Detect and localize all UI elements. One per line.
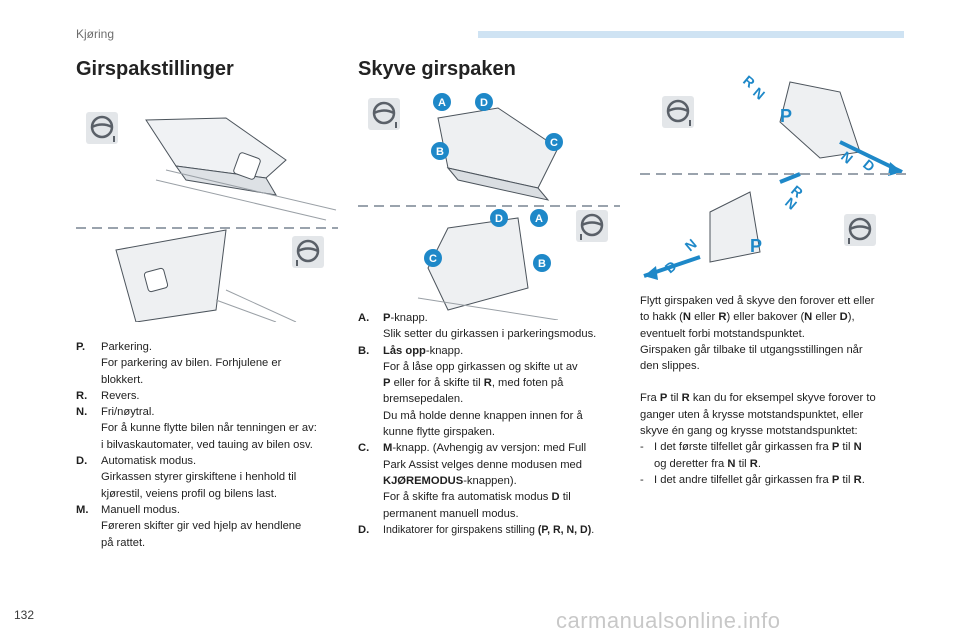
gear-selector-illustration-left <box>76 112 338 322</box>
title-girspakstillinger: Girspakstillinger <box>76 58 234 80</box>
list-item: D. Indikatorer for girspakens stilling (… <box>358 523 595 536</box>
svg-text:C: C <box>550 137 558 149</box>
svg-text:C: C <box>429 253 437 265</box>
svg-text:A: A <box>535 213 543 225</box>
svg-text:A: A <box>438 97 446 109</box>
list-item: - I det andre tilfellet går girkassen fr… <box>640 473 865 486</box>
title-skyve-girspaken: Skyve girspaken <box>358 58 516 80</box>
section-label: Kjøring <box>76 27 115 41</box>
svg-text:P: P <box>780 106 792 126</box>
callout-d-lower: D <box>490 209 508 227</box>
callout-d: D <box>475 93 493 111</box>
list-item: - I det første tilfellet går girkassen f… <box>640 441 862 470</box>
list-item: R. Revers. <box>76 389 140 402</box>
paragraph: Fra P til R kan du for eksempel skyve fo… <box>640 390 906 488</box>
steering-wheel-icon-lower <box>576 210 608 242</box>
steering-wheel-icon-lower <box>292 236 324 268</box>
left-definition-list: P. Parkering. For parkering av bilen. Fo… <box>76 339 346 551</box>
svg-text:B: B <box>538 258 546 270</box>
gear-selector-buttons-illustration: A D C B D A C B <box>358 93 620 320</box>
callout-b-lower: B <box>533 254 551 272</box>
middle-definition-list: A. P-knapp. Slik setter du girkassen i p… <box>358 310 626 538</box>
steering-wheel-icon-lower <box>844 214 876 246</box>
list-item: A. P-knapp. Slik setter du girkassen i p… <box>358 312 597 341</box>
list-item: N. Fri/nøytral. For å kunne flytte bilen… <box>76 406 317 451</box>
steering-wheel-icon <box>368 98 400 130</box>
list-item: M. Manuell modus. Føreren skifter gir ve… <box>76 503 302 549</box>
list-item: B. Lås opp-knapp. For å låse opp girkass… <box>358 344 583 439</box>
steering-wheel-icon <box>86 112 118 144</box>
gear-shift-motion-illustration: R N P N D P R N N D <box>640 72 906 280</box>
callout-c-lower: C <box>424 249 442 267</box>
svg-text:N: N <box>750 84 768 103</box>
svg-text:R: R <box>740 72 758 91</box>
svg-text:B: B <box>436 146 444 158</box>
paragraph: Flytt girspaken ved å skyve den forover … <box>640 295 875 373</box>
right-text: Flytt girspaken ved å skyve den forover … <box>640 293 906 488</box>
list-item: D. Automatisk modus. Girkassen styrer gi… <box>76 455 297 500</box>
callout-a: A <box>433 93 451 111</box>
list-item: C. M-knapp. (Avhengig av versjon: med Fu… <box>358 442 587 520</box>
list-item: P. Parkering. For parkering av bilen. Fo… <box>76 341 282 386</box>
watermark: carmanualsonline.info <box>556 608 781 633</box>
header-bar <box>478 31 904 38</box>
callout-b: B <box>431 142 449 160</box>
svg-text:D: D <box>495 213 503 225</box>
svg-text:P: P <box>750 236 762 256</box>
page-number: 132 <box>14 608 35 622</box>
callout-c: C <box>545 133 563 151</box>
svg-text:N: N <box>682 236 700 255</box>
steering-wheel-icon <box>662 96 694 128</box>
callout-a-lower: A <box>530 209 548 227</box>
svg-text:D: D <box>480 97 488 109</box>
